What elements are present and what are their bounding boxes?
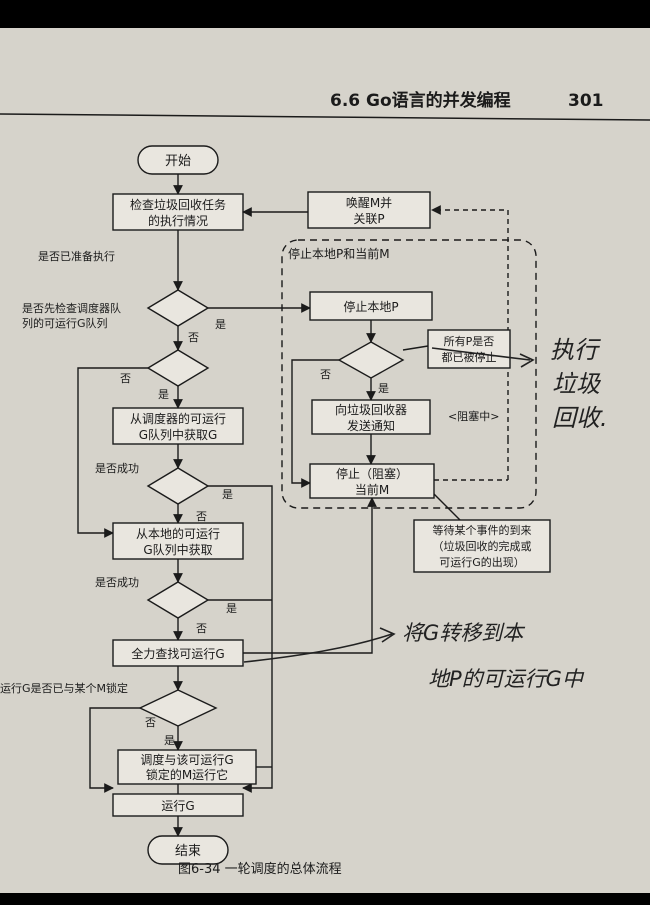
note-gc-line1: 执行 [550,336,601,364]
decision-all-p-diamond [337,341,405,379]
wait-event-line3: 可运行G的出现） [439,555,525,569]
yes-label-2: 是 [158,388,169,401]
stop-m-line1: 停止（阻塞） [336,466,408,481]
stop-group-frame [281,239,537,509]
figure-caption: 图6-34 一轮调度的总体流程 [178,861,342,877]
stop-p-label: 停止本地P [343,299,398,314]
notify-gc-line2: 发送通知 [347,418,395,433]
end-label: 结束 [175,844,201,859]
book-page: 6.6 Go语言的并发编程 301 开始 检查垃圾回收任务 的执行情况 是否已准… [0,28,650,893]
q-all-p-line1: 所有P是否 [444,334,495,348]
q-check-global-line2: 列的可运行G队列 [22,316,108,330]
end-terminal [147,835,229,865]
wake-m-line1: 唤醒M并 [346,196,392,210]
decision-success2-diamond [146,581,210,619]
wake-m-line2: 关联P [353,212,384,226]
schedule-locked-line1: 调度与该可运行G [140,752,233,767]
wait-event-box [413,519,551,573]
note-gc-line2: 垃圾 [552,370,602,398]
stop-group-label: 停止本地P和当前M [288,246,390,261]
stop-m-line2: 当前M [355,482,389,497]
yes-label-1: 是 [215,318,226,331]
q-locked-label: 运行G是否已与某个M锁定 [0,681,128,695]
no-label-4: 否 [196,622,207,635]
from-local-line1: 从本地的可运行 [136,526,220,541]
q-success1-label: 是否成功 [95,462,139,475]
yes-label-6: 是 [378,382,389,395]
check-gc-box [112,193,244,231]
no-label-6: 否 [320,368,331,381]
check-gc-line1: 检查垃圾回收任务 [130,197,226,212]
no-label-3: 否 [196,510,207,523]
from-local-line2: G队列中获取 [143,542,212,557]
q-success2-label: 是否成功 [95,576,139,589]
check-gc-line2: 的执行情况 [148,213,208,228]
schedule-locked-line2: 锁定的M运行它 [146,767,228,782]
decision-check-global-diamond [146,349,210,387]
q-ready-label: 是否已准备执行 [38,249,115,263]
schedule-locked-box [117,749,257,785]
yes-label-5: 是 [164,734,175,747]
decision-ready-diamond [146,289,210,327]
start-label: 开始 [165,154,191,169]
notify-gc-line1: 向垃圾回收器 [335,402,407,417]
note-gc-line3: 回收. [552,404,608,432]
stop-p-box [309,291,433,321]
decision-success1-diamond [146,467,210,505]
yes-label-3: 是 [222,488,233,501]
wait-event-line1: 等待某个事件的到来 [433,523,532,537]
wait-event-line2: （垃圾回收的完成或 [433,539,532,553]
stop-m-box [309,463,435,499]
run-g-label: 运行G [161,799,194,813]
flowchart: 6.6 Go语言的并发编程 301 开始 检查垃圾回收任务 的执行情况 是否已准… [0,90,650,877]
handwritten-arrow-gc [431,347,531,361]
handwritten-arrow-transfer [243,633,393,663]
from-global-line1: 从调度器的可运行 [130,411,226,426]
q-check-global-line1: 是否先检查调度器队 [22,301,121,315]
no-label-2: 否 [120,372,131,385]
from-global-line2: G队列中获取G [139,427,218,442]
wake-m-box [307,191,431,229]
no-label-5: 否 [145,716,156,729]
note-transfer-line1: 将G转移到本 [402,621,525,645]
section-title: 6.6 Go语言的并发编程 [330,90,511,111]
header-rule [0,113,650,121]
no-label-1: 否 [188,331,199,344]
yes-label-4: 是 [226,602,237,615]
page-number: 301 [568,91,604,111]
find-runnable-label: 全力查找可运行G [131,646,224,661]
note-transfer-line2: 地P的可运行G中 [428,667,585,691]
blocked-label: <阻塞中> [448,409,499,423]
